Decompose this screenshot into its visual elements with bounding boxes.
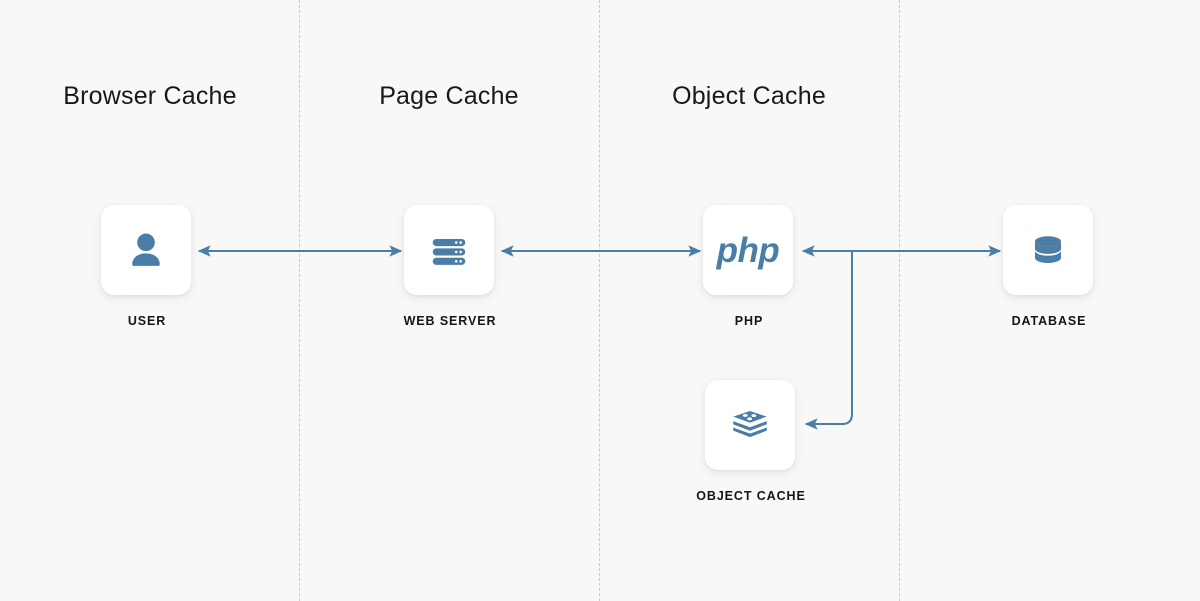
connector-branch-object-cache — [804, 252, 853, 430]
node-database-card[interactable] — [1003, 205, 1093, 295]
section-heading-browser-cache-text: Browser Cache — [63, 82, 237, 110]
node-user-card[interactable] — [101, 205, 191, 295]
node-database-label: DATABASE — [1011, 314, 1087, 328]
node-php-card[interactable]: php — [703, 205, 793, 295]
node-web-server-label: WEB SERVER — [403, 314, 497, 328]
section-divider-3 — [899, 0, 900, 601]
section-divider-1 — [299, 0, 300, 601]
node-php-label: PHP — [734, 314, 764, 328]
node-user-label: USER — [127, 314, 167, 328]
server-icon — [432, 238, 466, 265]
section-heading-browser-cache: Browser Cache — [0, 82, 300, 111]
node-object-cache[interactable]: OBJECT CACHE — [696, 380, 805, 503]
database-icon — [1034, 236, 1062, 264]
node-php[interactable]: php PHP — [703, 205, 795, 328]
node-object-cache-card[interactable] — [705, 380, 795, 470]
section-heading-object-cache: Object Cache — [599, 82, 899, 111]
layers-stack-icon — [733, 411, 767, 438]
php-logo-icon: php — [716, 230, 780, 270]
node-web-server-card[interactable] — [404, 205, 494, 295]
user-icon — [132, 233, 160, 266]
section-divider-2 — [599, 0, 600, 601]
node-user[interactable]: USER — [101, 205, 193, 328]
section-heading-object-cache-text: Object Cache — [672, 82, 826, 110]
node-web-server[interactable]: WEB SERVER — [404, 205, 496, 328]
node-database[interactable]: DATABASE — [1003, 205, 1095, 328]
node-object-cache-label: OBJECT CACHE — [696, 489, 806, 503]
section-heading-page-cache-text: Page Cache — [379, 82, 519, 110]
section-heading-page-cache: Page Cache — [299, 82, 599, 111]
